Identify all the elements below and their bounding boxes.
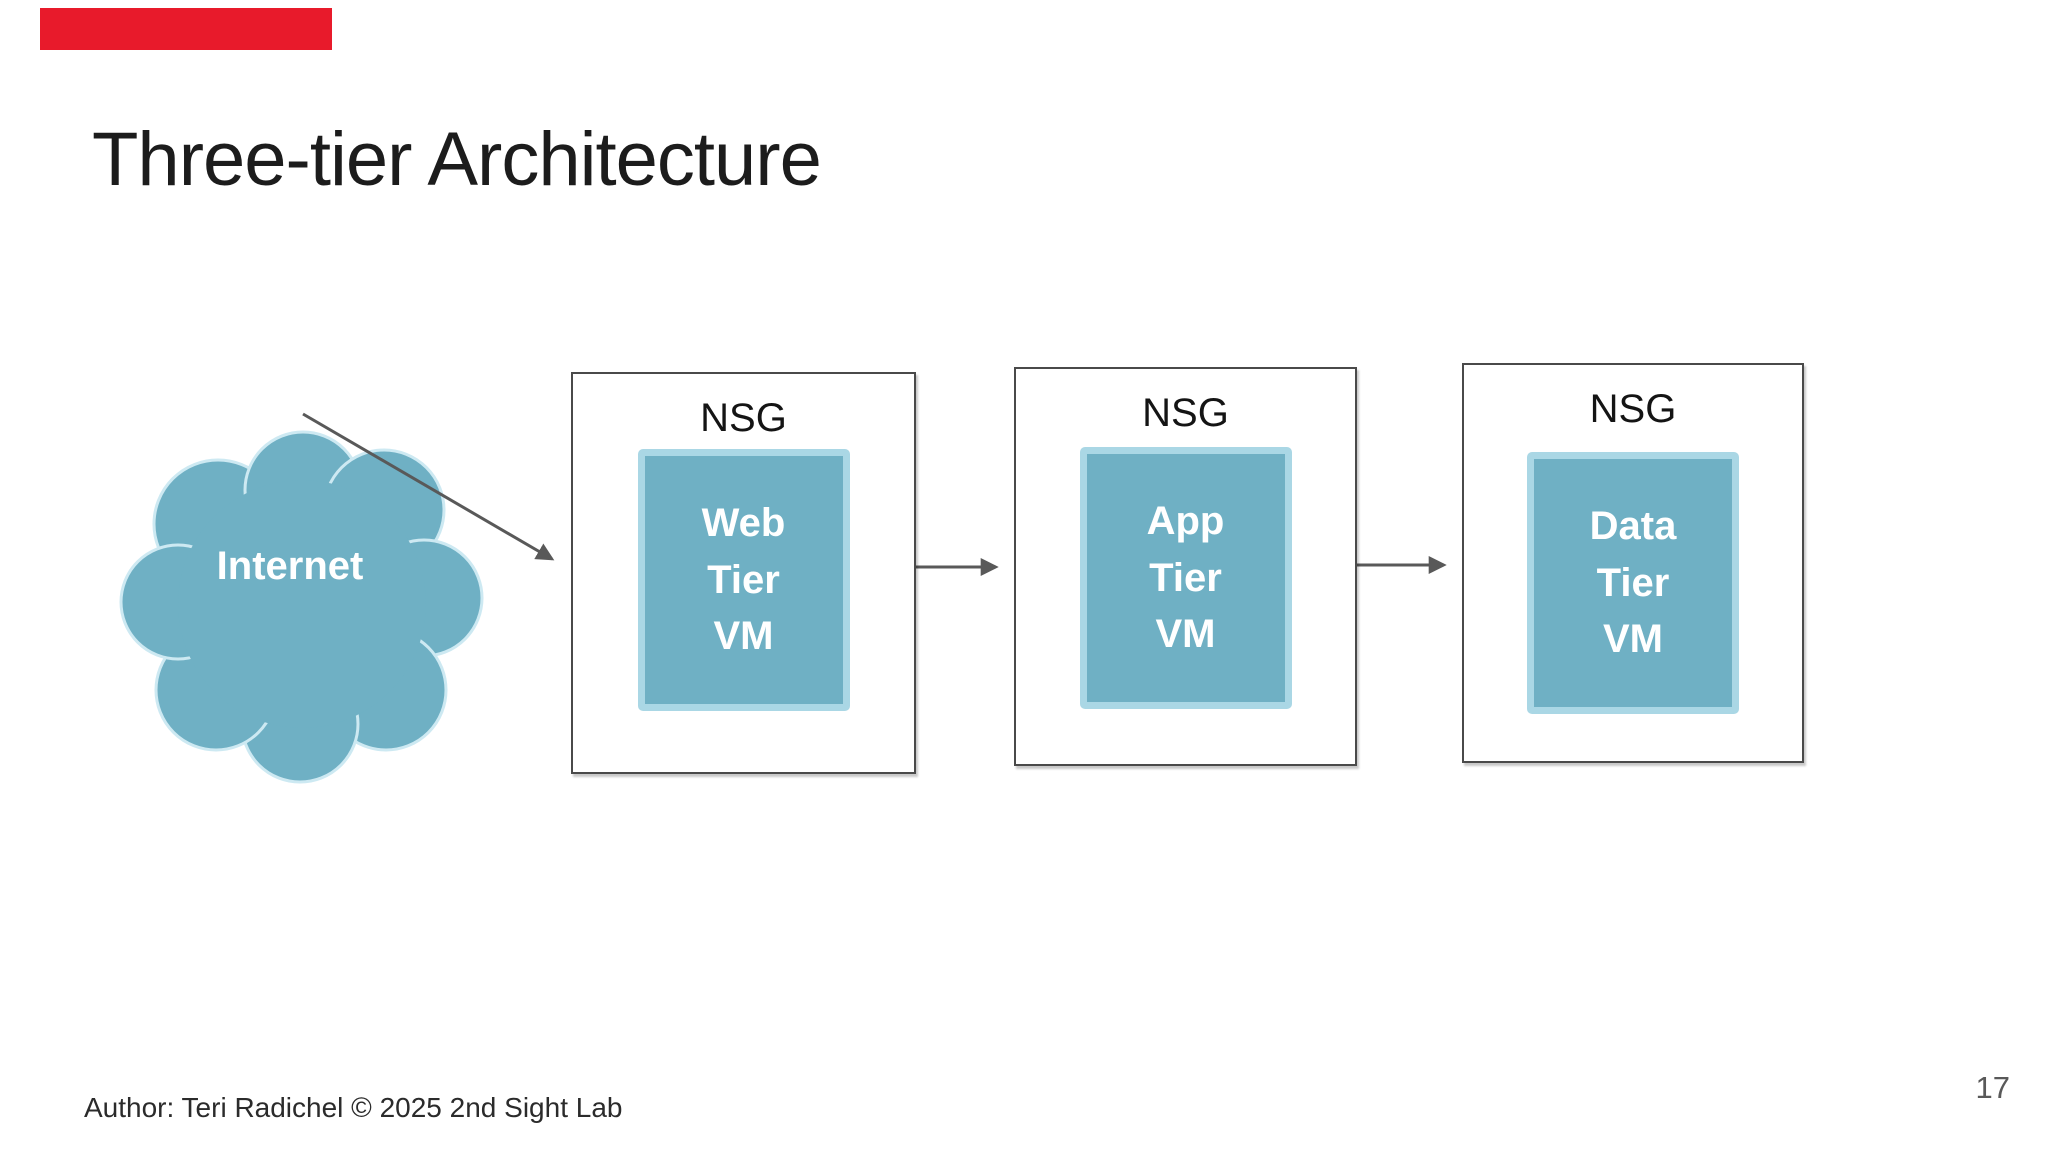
footer-credit: Author: Teri Radichel © 2025 2nd Sight L… bbox=[84, 1092, 623, 1123]
vm-label-line: Data bbox=[1589, 503, 1677, 548]
nsg-label: NSG bbox=[700, 396, 787, 440]
vm-label-line: Tier bbox=[1149, 555, 1222, 600]
nsg-label: NSG bbox=[1142, 391, 1229, 435]
vm-label-line: VM bbox=[1603, 617, 1663, 662]
vm-label-line: App bbox=[1146, 498, 1225, 543]
vm-label-line: Tier bbox=[707, 557, 780, 602]
data-tier-vm-box: Data Tier VM bbox=[1527, 452, 1739, 714]
vm-label-line: VM bbox=[713, 614, 774, 659]
nsg-box-app-tier: NSG App Tier VM bbox=[1014, 367, 1357, 766]
page-number: 17 bbox=[1975, 1070, 2010, 1105]
internet-cloud bbox=[118, 402, 486, 804]
cloud-icon bbox=[119, 430, 484, 784]
nsg-box-web-tier: NSG Web Tier VM bbox=[571, 372, 916, 774]
internet-label: Internet bbox=[216, 544, 364, 588]
vm-label-line: Web bbox=[701, 500, 786, 545]
nsg-label: NSG bbox=[1589, 387, 1677, 431]
app-tier-vm-box: App Tier VM bbox=[1079, 447, 1292, 709]
vm-label-line: VM bbox=[1155, 612, 1216, 657]
page-title: Three-tier Architecture bbox=[92, 117, 822, 202]
web-tier-vm-box: Web Tier VM bbox=[637, 449, 850, 711]
nsg-box-data-tier: NSG Data Tier VM bbox=[1462, 363, 1804, 763]
video-progress-bar[interactable] bbox=[40, 8, 332, 50]
vm-label-line: Tier bbox=[1596, 560, 1670, 605]
